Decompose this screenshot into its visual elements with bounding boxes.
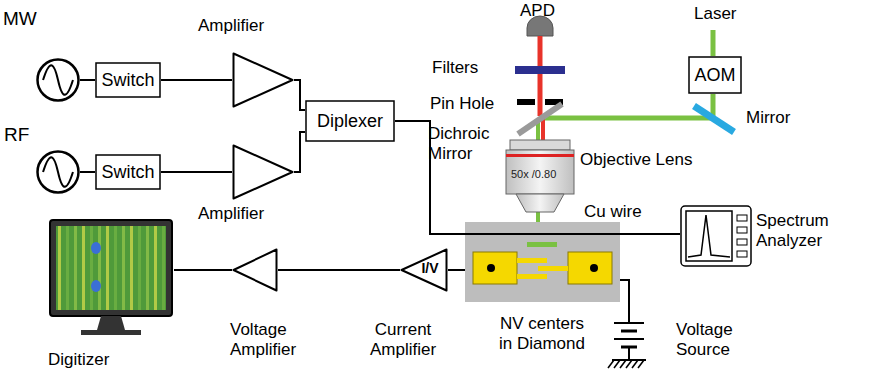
node-text: MW — [3, 8, 37, 30]
diamond-chip: NV centers in Diamond — [465, 222, 620, 302]
wire-line — [278, 269, 400, 271]
spectrum-analyzer: Spectrum Analyzer — [680, 205, 752, 267]
mirror-label: Mirror — [746, 108, 790, 128]
wire-line — [161, 79, 232, 81]
wire-line — [80, 171, 95, 173]
node-text: Diplexer — [317, 111, 383, 132]
signal-wire — [294, 132, 305, 172]
digitizer-monitor-outline — [48, 218, 174, 336]
node-text: Voltage Source — [676, 320, 760, 359]
wire-line — [174, 269, 232, 271]
node-text: Current Amplifier — [358, 320, 448, 359]
wire-line — [294, 80, 305, 110]
digitizer-monitor: Digitizer — [48, 218, 174, 336]
dichroic-label: Dichroic Mirror — [428, 124, 508, 163]
node-text: AOM — [694, 65, 735, 86]
wire-line — [620, 233, 680, 235]
objective-label: Objective Lens — [580, 150, 692, 170]
node-text: Amplifier — [198, 204, 264, 224]
aom-box: AOM — [688, 56, 742, 94]
mw-source-outline — [36, 58, 80, 102]
signal-wire — [161, 80, 232, 81]
laser-label: Laser — [694, 4, 737, 24]
filters-label: Filters — [432, 58, 478, 78]
switch-box: Switch — [95, 154, 161, 190]
amplifier-triangle-outline — [232, 52, 294, 108]
voltage-source: Voltage Source — [612, 320, 646, 370]
objective-spec: 50x /0.80 — [511, 168, 556, 181]
switch-box: Switch — [95, 62, 161, 98]
wire-line — [161, 171, 232, 173]
signal-wire — [620, 280, 629, 322]
voltage-amplifier-outline — [232, 248, 278, 292]
text-holder: Diplexer — [305, 100, 395, 142]
node-text: Voltage Amplifier — [230, 320, 312, 359]
amplifier-triangle: Amplifier — [232, 52, 294, 108]
current-amplifier: I/VCurrent Amplifier — [400, 248, 448, 292]
amplifier-triangle-outline — [232, 144, 294, 200]
node-text: RF — [4, 124, 29, 146]
mw-source: MW — [36, 58, 80, 102]
spectrum-analyzer-outline — [680, 205, 752, 267]
node-text: Amplifier — [198, 16, 264, 36]
signal-wire — [80, 172, 95, 173]
signal-wire — [80, 80, 95, 81]
signal-wire — [278, 270, 400, 271]
signal-wire — [174, 270, 232, 271]
rf-source: RF — [36, 150, 80, 194]
signal-wire — [448, 270, 465, 271]
wire-label: Cu wire — [584, 202, 642, 222]
pinhole-label: Pin Hole — [430, 94, 494, 114]
text-holder: Switch — [95, 154, 161, 190]
wire-line — [448, 269, 465, 271]
node-text: I/V — [413, 260, 447, 276]
node-text: Switch — [101, 162, 154, 183]
voltage-amplifier: Voltage Amplifier — [232, 248, 278, 292]
diplexer-box: Diplexer — [305, 100, 395, 142]
diamond-chip-outline — [465, 222, 620, 302]
text-holder: AOM — [688, 56, 742, 94]
node-text: Spectrum Analyzer — [756, 211, 842, 250]
signal-wire — [620, 234, 680, 235]
node-text: NV centers in Diamond — [492, 314, 592, 353]
node-text: Digitizer — [48, 350, 109, 370]
amplifier-triangle: Amplifier — [232, 144, 294, 200]
wire-line — [80, 79, 95, 81]
wire-line — [294, 132, 305, 172]
apd-label: APD — [520, 1, 555, 21]
voltage-source-outline — [612, 320, 646, 370]
signal-wire — [161, 172, 232, 173]
wire-line — [620, 280, 629, 322]
signal-wire — [294, 80, 305, 110]
rf-source-outline — [36, 150, 80, 194]
text-holder: Switch — [95, 62, 161, 98]
node-text: Switch — [101, 70, 154, 91]
